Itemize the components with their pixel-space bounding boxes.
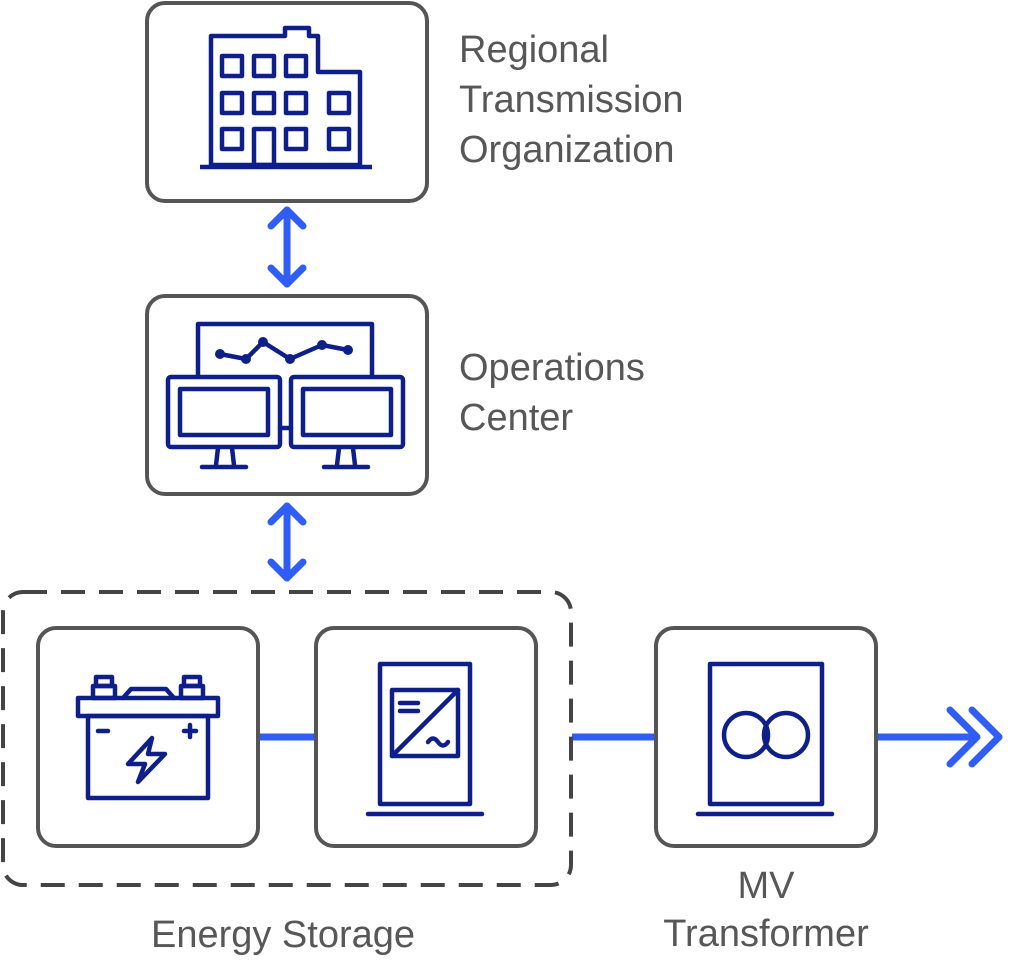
- connector-ops-storage: [267, 502, 307, 582]
- operations-center-label: Operations Center: [459, 343, 645, 443]
- inverter-node: [314, 626, 538, 848]
- transformer-label-line-1: MV: [737, 865, 795, 907]
- transformer-label: MV Transformer: [626, 862, 906, 958]
- operations-center-node: [145, 294, 429, 496]
- rto-label-line-1: Regional: [459, 29, 609, 71]
- energy-storage-label-text: Energy Storage: [150, 914, 416, 956]
- rto-label-line-3: Organization: [459, 129, 675, 171]
- rto-label-line-2: Transmission: [459, 79, 684, 121]
- rto-label: Regional Transmission Organization: [459, 25, 684, 175]
- ops-label-line-2: Center: [459, 397, 574, 439]
- battery-node: [36, 626, 260, 848]
- transformer-node: [654, 626, 878, 848]
- inverter-icon: [365, 661, 485, 817]
- office-building-icon: [200, 25, 372, 170]
- battery-icon: [75, 674, 221, 801]
- connector-rto-ops: [267, 206, 307, 288]
- transformer-label-line-2: Transformer: [663, 913, 869, 955]
- energy-storage-label: Energy Storage: [73, 910, 493, 960]
- transformer-icon: [695, 661, 835, 817]
- output-chevrons-icon: [946, 706, 1003, 768]
- energy-storage-group: [1, 590, 573, 887]
- ops-label-line-1: Operations: [459, 347, 645, 389]
- rto-node: [145, 1, 429, 203]
